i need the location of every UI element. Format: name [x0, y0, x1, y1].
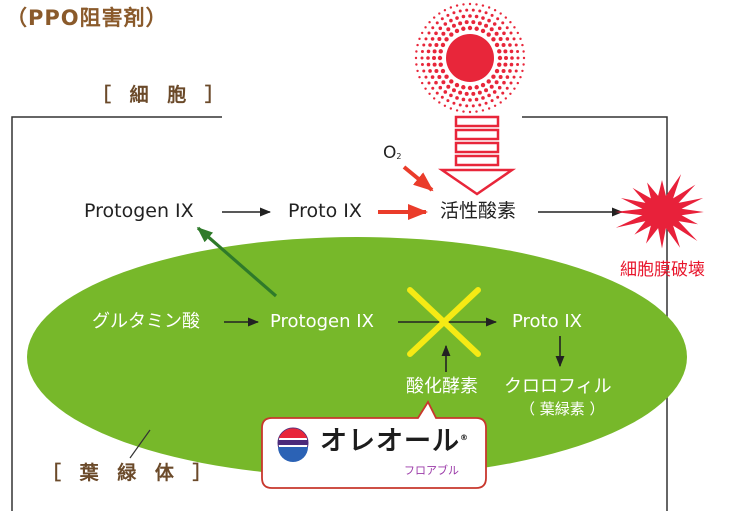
chloroplast-label: ［ 葉 緑 体 ］ [42, 462, 218, 484]
inner-protogen-label: Protogen IX [270, 311, 374, 332]
light-beam-arrow [437, 115, 517, 196]
product-name: オレオール® [320, 426, 469, 457]
registered-mark: ® [460, 433, 469, 442]
membrane-damage-label: 細胞膜破壊 [620, 260, 705, 280]
page-title: （PPO阻害剤） [6, 6, 168, 30]
product-callout [261, 400, 487, 489]
glutamic-acid-label: グルタミン酸 [92, 311, 200, 332]
outer-protogen-label: Protogen IX [84, 200, 194, 222]
chlorophyll-note: （ 葉緑素 ） [520, 400, 605, 418]
o2-arrow [402, 165, 434, 192]
o2-label: O2 [383, 143, 402, 163]
ros-label: 活性酸素 [440, 200, 517, 222]
product-logo-icon [277, 427, 309, 462]
outer-proto-label: Proto IX [288, 200, 362, 222]
chloroplast-shape [27, 237, 687, 477]
cell-label: ［ 細 胞 ］ [92, 84, 230, 106]
export-arrow [196, 226, 278, 298]
burst-icon [614, 174, 704, 249]
chloroplast-leader-line [129, 429, 151, 459]
sun-icon [414, 2, 526, 114]
block-x-icon [407, 287, 481, 357]
product-formulation: フロアブル [404, 464, 459, 477]
chlorophyll-label: クロロフィル [504, 376, 612, 397]
inner-proto-label: Proto IX [512, 311, 582, 332]
enzyme-label: 酸化酵素 [406, 376, 478, 397]
